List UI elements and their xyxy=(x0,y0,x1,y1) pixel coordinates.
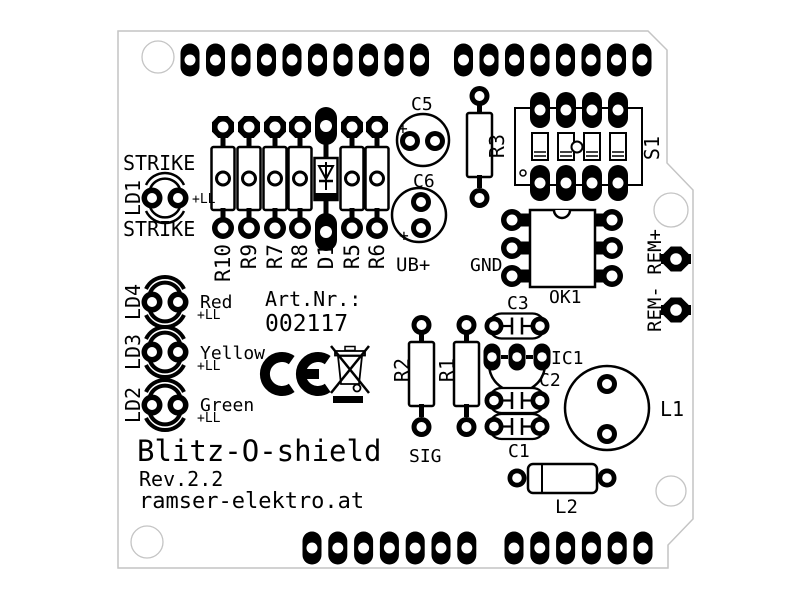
refdes-r2: R2 xyxy=(390,358,414,382)
component-r9 xyxy=(238,116,261,239)
component-c6 xyxy=(390,186,448,244)
refdes-r3: R3 xyxy=(485,134,509,158)
mounting-hole xyxy=(653,192,689,228)
board-title: Blitz-O-shield xyxy=(137,434,381,468)
refdes-ok1: OK1 xyxy=(549,287,582,308)
art-nr-label: Art.Nr.: xyxy=(265,287,361,311)
gnd-label: GND xyxy=(470,255,503,276)
board-revision: Rev.2.2 xyxy=(139,467,223,491)
component-r5 xyxy=(341,116,364,239)
rem-label: REM- REM+ xyxy=(644,229,666,332)
mounting-hole xyxy=(141,40,175,74)
art-nr-value: 002117 xyxy=(265,311,348,337)
ld4-polarity-label: +LL xyxy=(197,308,221,323)
weee-bin-icon xyxy=(330,345,370,403)
component-d1 xyxy=(313,107,339,251)
refdes-ld3: LD3 xyxy=(121,334,145,370)
refdes-c5: C5 xyxy=(411,94,433,115)
refdes-r8: R8 xyxy=(288,244,312,269)
component-c1 xyxy=(485,414,550,439)
component-l1 xyxy=(563,364,651,452)
refdes-ld1: LD1 xyxy=(121,180,145,216)
refdes-c2: C2 xyxy=(539,370,561,391)
strike-top-label: STRIKE xyxy=(123,151,195,175)
component-c5 xyxy=(395,112,451,168)
c5-plus-label: + xyxy=(398,119,408,138)
refdes-r6: R6 xyxy=(365,244,389,269)
board-website: ramser-elektro.at xyxy=(139,489,364,514)
refdes-s1: S1 xyxy=(640,136,664,160)
component-r8 xyxy=(289,116,312,239)
ce-mark-icon xyxy=(259,352,331,396)
refdes-ld4: LD4 xyxy=(121,284,145,320)
sig-label: SIG xyxy=(409,446,442,467)
component-r7 xyxy=(264,116,287,239)
component-r10 xyxy=(212,116,235,239)
refdes-ld2: LD2 xyxy=(121,387,145,423)
mounting-hole xyxy=(130,525,164,559)
refdes-c6: C6 xyxy=(413,171,435,192)
component-s1 xyxy=(514,92,643,201)
ld3-polarity-label: +LL xyxy=(197,359,221,374)
refdes-d1: D1 xyxy=(314,244,338,269)
mounting-hole xyxy=(655,475,687,507)
refdes-ic1: IC1 xyxy=(551,348,584,369)
component-r6 xyxy=(366,116,389,239)
refdes-r10: R10 xyxy=(211,244,235,282)
led-green-label: Green xyxy=(200,395,254,416)
refdes-c3: C3 xyxy=(507,293,529,314)
strike-bottom-label: STRIKE xyxy=(123,217,195,241)
refdes-l2: L2 xyxy=(555,496,578,518)
component-ok1 xyxy=(501,208,623,289)
component-c3 xyxy=(485,314,550,339)
component-c2 xyxy=(485,388,550,413)
led-red-label: Red xyxy=(200,292,233,313)
refdes-r5: R5 xyxy=(340,244,364,269)
led-yellow-label: Yellow xyxy=(200,343,265,364)
refdes-c1: C1 xyxy=(508,441,530,462)
ld1-polarity-label: +LL xyxy=(192,192,216,207)
refdes-r7: R7 xyxy=(263,244,287,269)
refdes-l1: L1 xyxy=(660,397,684,421)
c6-plus-label: + xyxy=(399,226,409,245)
mounting-holes xyxy=(130,40,689,559)
refdes-r1: R1 xyxy=(435,358,459,382)
ld2-polarity-label: +LL xyxy=(197,411,221,426)
refdes-r9: R9 xyxy=(237,244,261,269)
ub-plus-label: UB+ xyxy=(396,254,430,276)
component-l2 xyxy=(507,462,617,495)
